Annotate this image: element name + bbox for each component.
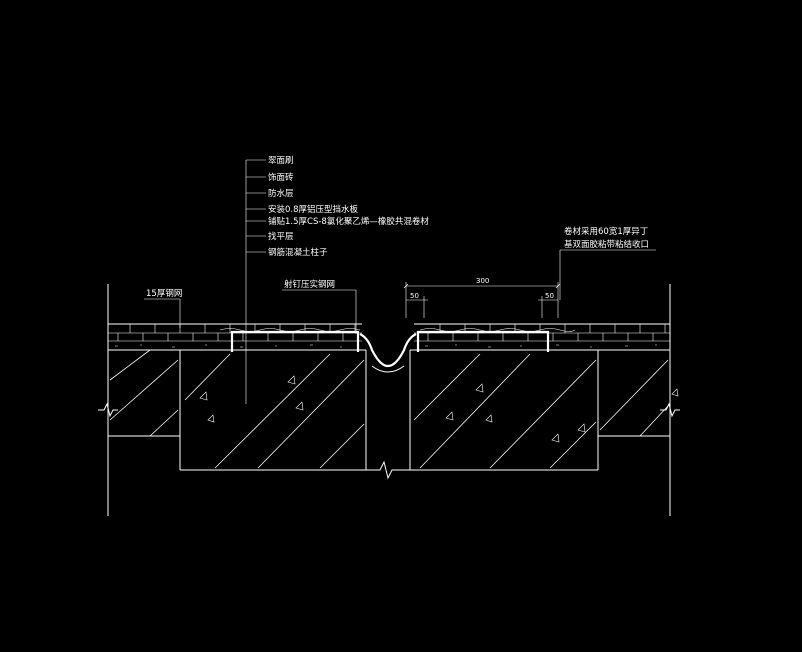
- leader-label-6: 找平层: [268, 231, 294, 242]
- concrete-hatching: [109, 349, 679, 469]
- right-note-group: 卷材采用60宽1厚异丁 基双面胶粘带粘结收口: [559, 226, 656, 300]
- left-note-text: 15厚钢网: [146, 288, 182, 299]
- dimension-group: 300 50 50: [403, 277, 561, 318]
- floor-layers: [108, 323, 670, 351]
- right-note-line-2: 基双面胶粘带粘结收口: [564, 239, 649, 250]
- center-note-group: 射钉压实钢网: [282, 279, 357, 334]
- leader-label-2: 饰面砖: [268, 172, 294, 183]
- layer-leader-group: 翠面刷 饰面砖 防水层 安装0.8厚铝压型挡水板 铺贴1.5厚CS-8氯化聚乙烯…: [245, 156, 429, 404]
- right-note-line-1: 卷材采用60宽1厚异丁: [564, 226, 648, 237]
- leader-label-1: 翠面刷: [268, 156, 294, 166]
- leader-label-7: 钢筋混凝土柱子: [268, 247, 328, 258]
- dimension-right: 50: [545, 292, 554, 300]
- dimension-left: 50: [410, 292, 419, 300]
- water-stop-inner: [371, 365, 405, 373]
- leader-label-4: 安装0.8厚铝压型挡水板: [268, 204, 359, 215]
- left-cover-flange: [230, 330, 360, 352]
- right-cover-flange: [416, 330, 550, 352]
- left-note-group: 15厚钢网: [144, 288, 182, 328]
- leader-label-5: 铺贴1.5厚CS-8氯化聚乙烯—橡胶共混卷材: [268, 216, 429, 227]
- center-note-text: 射钉压实钢网: [284, 279, 335, 290]
- dimension-top: 300: [476, 277, 489, 285]
- leader-label-3: 防水层: [268, 188, 294, 199]
- water-stop-profile: [359, 333, 417, 368]
- slab-outlines: [98, 350, 680, 480]
